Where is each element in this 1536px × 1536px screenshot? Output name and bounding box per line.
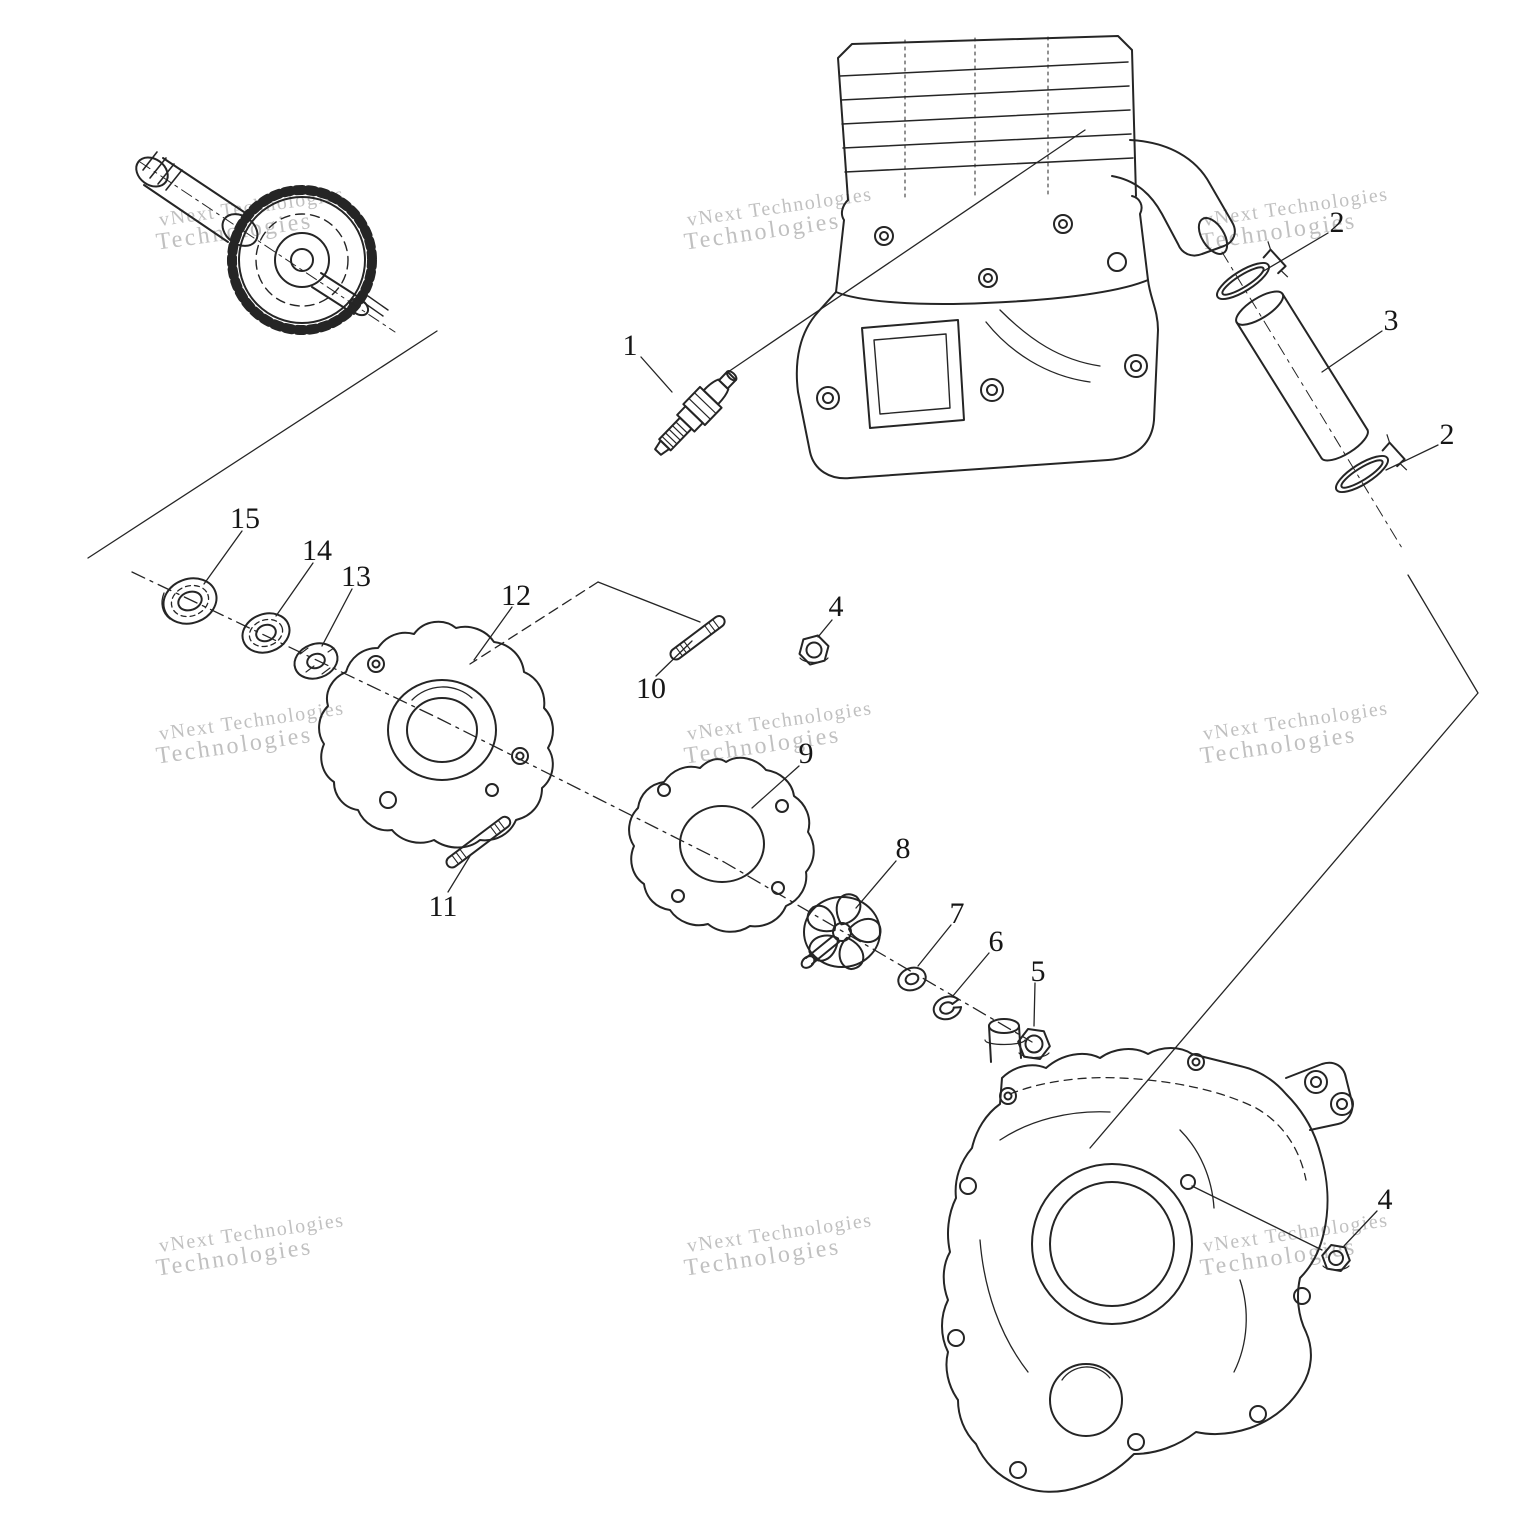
- nut-illustration: [798, 634, 830, 666]
- callout-label-9: 9: [799, 737, 814, 770]
- bearing-illustration: [161, 577, 218, 625]
- nut-illustration: [1321, 1243, 1351, 1273]
- callout-label-4-upper: 4: [829, 590, 844, 623]
- callout-label-4-lower: 4: [1378, 1183, 1393, 1216]
- drive-gear-assembly-illustration: [135, 151, 396, 335]
- callout-label-6: 6: [989, 925, 1004, 958]
- hose-clamp-illustration: [1335, 434, 1408, 494]
- callout-label-14: 14: [302, 534, 332, 567]
- callout-label-7: 7: [950, 897, 965, 930]
- callout-label-1: 1: [623, 329, 638, 362]
- callout-label-12: 12: [501, 579, 531, 612]
- callout-label-11: 11: [429, 890, 458, 923]
- spark-plug-illustration: [654, 370, 738, 456]
- callout-label-2-lower: 2: [1440, 418, 1455, 451]
- callout-label-8: 8: [896, 832, 911, 865]
- callout-label-13: 13: [341, 560, 371, 593]
- callout-label-3: 3: [1384, 304, 1399, 337]
- crankcase-cover-illustration: [941, 1018, 1354, 1493]
- coolant-hose-illustration: [1235, 290, 1369, 462]
- callout-leader-lines: [203, 232, 1439, 1247]
- assembly-axis-lines: [87, 129, 1479, 1251]
- callout-label-5: 5: [1031, 955, 1046, 988]
- gasket-illustration: [628, 756, 815, 933]
- hose-clamp-illustration: [1216, 241, 1289, 301]
- impeller-illustration: [800, 893, 882, 971]
- water-pump-housing-illustration: [318, 620, 554, 849]
- cylinder-head-illustration: [795, 35, 1236, 480]
- bearing-illustration: [241, 612, 291, 654]
- seal-illustration: [293, 642, 339, 680]
- callout-label-2-upper: 2: [1330, 206, 1345, 239]
- stud-illustration: [445, 815, 512, 869]
- callout-label-10: 10: [636, 672, 666, 705]
- callout-labels: 1 2 3 2 4 5 6 7 8 9 10 11 12 13 14 15 4: [230, 206, 1455, 1216]
- callout-label-15: 15: [230, 502, 260, 535]
- washer-illustration: [897, 966, 927, 992]
- lock-washer-illustration: [932, 995, 963, 1021]
